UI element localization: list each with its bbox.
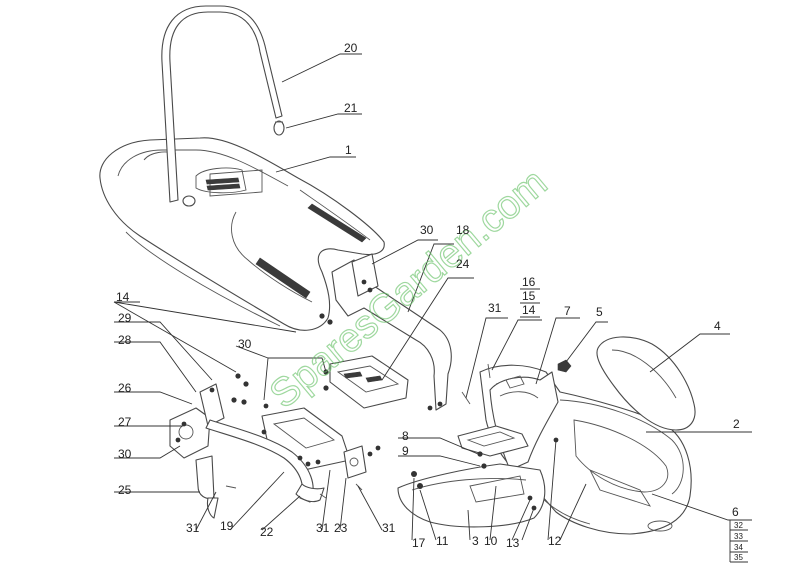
callout-31-bottom: 31	[316, 521, 330, 535]
callout-24: 24	[456, 257, 470, 271]
roll-bar-part	[161, 5, 285, 207]
hinge-plate-part	[261, 407, 367, 479]
hood-panel-part	[596, 336, 696, 431]
callout-14-left: 14	[116, 290, 130, 304]
rear-bracket-part	[329, 253, 452, 411]
left-bracket-part	[169, 383, 325, 519]
callout-16: 16	[522, 275, 536, 289]
callout-19: 19	[220, 519, 234, 533]
callout-26: 26	[118, 381, 132, 395]
callout-31-left: 31	[186, 521, 200, 535]
callout-30-mid: 30	[238, 337, 252, 351]
front-panel-part	[397, 463, 546, 528]
callout-3: 3	[472, 534, 479, 548]
callout-34: 34	[734, 543, 743, 552]
callout-31-mid: 31	[488, 301, 502, 315]
callout-27: 27	[118, 415, 132, 429]
callout-35: 35	[734, 553, 743, 562]
fasteners	[175, 279, 559, 511]
callout-32: 32	[734, 521, 743, 530]
callout-13: 13	[506, 536, 520, 550]
callout-28: 28	[118, 333, 132, 347]
callout-4: 4	[714, 319, 721, 333]
callout-5: 5	[596, 305, 603, 319]
callout-21: 21	[344, 101, 358, 115]
callout-22: 22	[260, 525, 274, 539]
callout-1: 1	[345, 143, 352, 157]
callout-30-left: 30	[118, 447, 132, 461]
callout-31-right: 31	[382, 521, 396, 535]
knob-part	[557, 359, 572, 373]
callout-numbers: 1 2 3 4 5 6 7 8 9 10 11 12 13 14 14 15 1…	[116, 41, 743, 562]
callout-12: 12	[548, 534, 562, 548]
callout-14-right: 14	[522, 303, 536, 317]
callout-9: 9	[402, 444, 409, 458]
callout-29: 29	[118, 311, 132, 325]
callout-30-top: 30	[420, 223, 434, 237]
callout-8: 8	[402, 429, 409, 443]
callout-25: 25	[118, 483, 132, 497]
callout-33: 33	[734, 532, 743, 541]
callout-18: 18	[456, 223, 470, 237]
callout-2: 2	[733, 417, 740, 431]
callout-7: 7	[564, 304, 571, 318]
callout-15: 15	[522, 289, 536, 303]
leader-lines	[113, 53, 752, 541]
callout-dividers	[520, 288, 748, 563]
callout-23: 23	[334, 521, 348, 535]
callout-10: 10	[484, 534, 498, 548]
callout-20: 20	[344, 41, 358, 55]
callout-17: 17	[412, 536, 426, 550]
callout-11: 11	[436, 534, 449, 548]
floor-plate-part	[457, 425, 529, 457]
callout-6: 6	[732, 505, 739, 519]
